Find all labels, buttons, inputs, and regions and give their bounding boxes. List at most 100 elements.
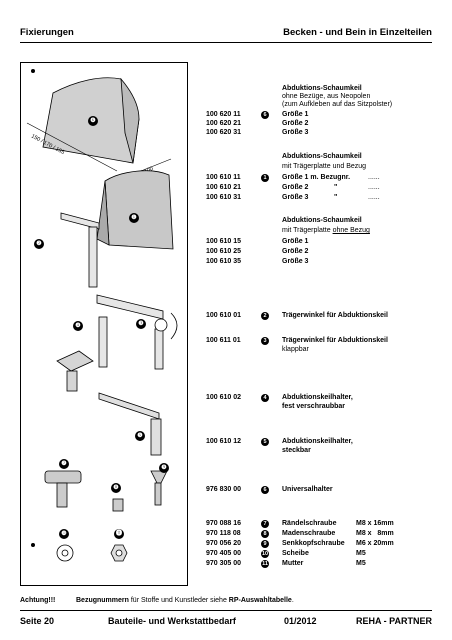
covered-wedge-drawing [96,170,174,250]
part-row: 100 610 11 1 Größe 1 m. Bezugnr. ...... [206,174,432,183]
marker-6: ❻ [88,116,98,126]
part-code: 100 611 01 [206,337,241,344]
part-desc: Mutter [282,560,304,567]
part-row: 100 610 25 Größe 2 [206,248,432,257]
attention-note: Achtung!!! Bezugnummern für Stoffe und K… [20,597,294,604]
part-row: 100 620 21 Größe 2 [206,120,432,129]
part-code: 970 405 00 [206,550,242,557]
part-marker: 10 [261,550,269,558]
part-row: 970 405 00 10 Scheibe M5 [206,550,432,559]
part-marker: 9 [261,540,269,548]
footer-rule [20,610,432,611]
part-marker: 2 [261,312,269,320]
punch-hole [31,543,35,547]
part-desc: Größe 1 [282,111,309,118]
marker-10: ❿ [59,529,69,539]
header-left: Fixierungen [20,27,74,38]
part-marker: 7 [261,520,269,528]
punch-hole [31,69,35,73]
part-desc: Rändelschraube [282,520,337,527]
part-code: 100 610 11 [206,174,241,181]
part-code: 970 056 20 [206,540,242,547]
footer-brand: REHA - PARTNER [356,616,432,626]
part-code: 100 610 25 [206,248,242,255]
part-code: 100 620 11 [206,111,241,118]
part-row: 100 610 15 Größe 1 [206,238,432,247]
group-title: Abduktions-Schaumkeil [282,153,362,160]
part-desc: Größe 2 [282,248,309,255]
screws-drawing [44,470,168,562]
part-row: 100 620 31 Größe 3 [206,129,432,138]
part-code: 100 620 31 [206,129,242,136]
part-code: 100 610 02 [206,394,242,401]
part-row: 970 118 08 8 Madenschraube M8 x 8mm [206,530,432,539]
part-code: 100 610 31 [206,194,242,201]
part-row: 100 610 35 Größe 3 [206,258,432,267]
part-code: 970 118 08 [206,530,241,537]
part-marker: 11 [261,560,269,568]
page-number: Seite 20 [20,616,55,626]
marker-3: ❸ [136,319,146,329]
marker-8: ❽ [111,483,121,493]
part-size: M5 [356,560,366,567]
group-subtitle: (zum Aufkleben auf das Sitzpolster) [282,101,393,108]
marker-7: ❼ [59,459,69,469]
group-subtitle: mit Trägerplatte ohne Bezug [282,227,370,236]
part-desc: Trägerwinkel für Abduktionskeil [282,312,388,319]
part-code: 100 620 21 [206,120,242,127]
part-marker: 5 [261,438,269,446]
part-marker: 6 [261,486,269,494]
part-desc: Größe 1 [282,238,309,245]
group-title: Abduktions-Schaumkeil [282,217,362,224]
folding-bracket-drawing [96,294,178,370]
footer-title: Bauteile- und Werkstattbedarf [108,616,236,626]
part-quote: " [334,194,338,201]
part-marker: 4 [261,394,269,402]
part-row: 100 611 01 3 Trägerwinkel für Abduktions… [206,337,432,346]
part-marker: 8 [261,530,269,538]
carrier-bracket-drawing [60,212,100,288]
part-sub: fest verschraubbar [282,403,346,410]
part-desc: Größe 2 [282,120,309,127]
part-desc: Größe 2 [282,184,309,191]
header-rule [20,42,432,43]
part-row: 100 620 11 6 Größe 1 [206,111,432,120]
part-code: 970 305 00 [206,560,242,567]
part-dots: ...... [368,174,380,181]
part-code: 100 610 01 [206,312,242,319]
group-subtitle: mit Trägerplatte und Bezug [282,163,367,170]
marker-11: ⓫ [114,529,124,539]
attention-label: Achtung!!! [20,597,56,604]
group-title: Abduktions-Schaumkeil [282,85,362,92]
part-code: 100 610 35 [206,258,242,265]
part-code: 976 830 00 [206,486,242,493]
part-desc: Madenschraube [282,530,336,537]
part-row: 100 610 12 5 Abduktionskeilhalter, [206,438,432,447]
part-code: 100 610 15 [206,238,242,245]
part-desc: Trägerwinkel für Abduktionskeil [282,337,388,344]
part-dots: ...... [368,184,380,191]
part-size: M5 [356,550,366,557]
part-size: M8 x 16mm [356,520,394,527]
group-subtitle: ohne Bezüge, aus Neopolen [282,93,371,100]
part-code: 100 610 12 [206,438,242,445]
universal-holder-drawing [56,350,94,392]
page-header: Fixierungen Becken - und Bein in Einzelt… [20,27,432,39]
part-row: 970 056 20 9 Senkkopfschraube M6 x 20mm [206,540,432,549]
part-row: 976 830 00 6 Universalhalter [206,486,432,495]
part-desc: Abduktionskeilhalter, [282,394,353,401]
part-size: M6 x 20mm [356,540,394,547]
part-desc: Abduktionskeilhalter, [282,438,353,445]
group-subtitle-text: mit Trägerplatte [282,227,333,234]
attention-text: Bezugnummern für Stoffe und Kunstleder s… [76,597,294,604]
part-marker: 6 [261,111,269,119]
part-row: 100 610 21 Größe 2 " ...... [206,184,432,193]
marker-4: ❹ [73,321,83,331]
parts-illustration: 150 / 170 / 185 60 / 80 / 100 [20,62,188,586]
marker-5: ❺ [135,431,145,441]
marker-1: ❶ [129,213,139,223]
part-sub: steckbar [282,447,311,454]
part-desc: Senkkopfschraube [282,540,345,547]
part-dots: ...... [368,194,380,201]
page-footer: Seite 20 Bauteile- und Werkstattbedarf 0… [20,616,432,628]
